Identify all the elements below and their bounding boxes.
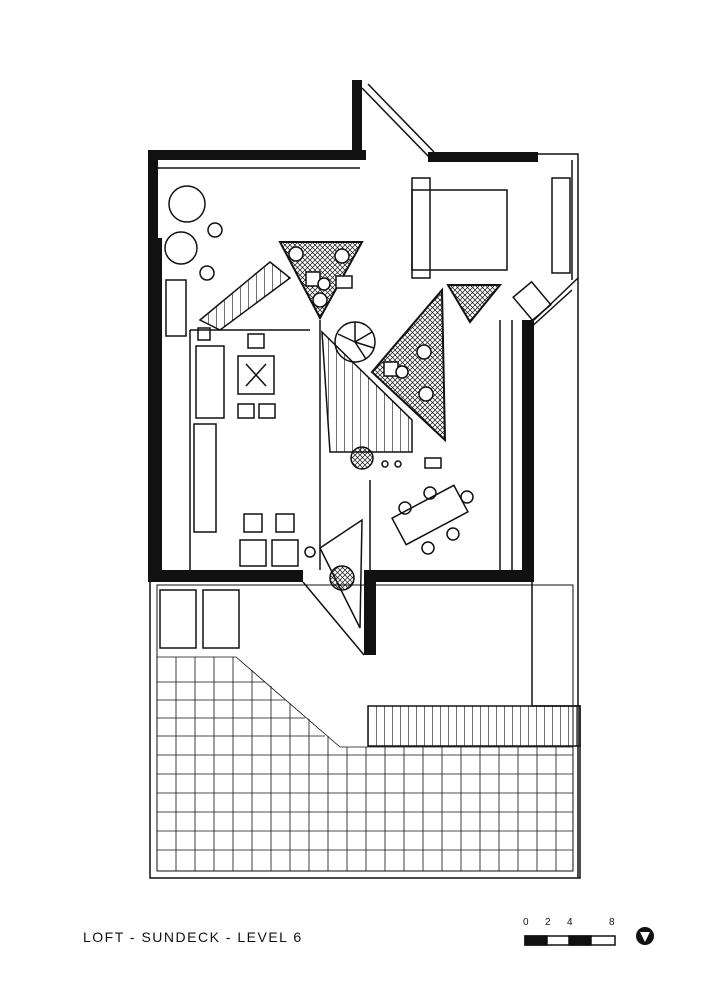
north-arrow-icon xyxy=(636,927,654,945)
dining-chair xyxy=(446,527,460,541)
drawing-title: LOFT - SUNDECK - LEVEL 6 xyxy=(83,929,303,945)
side-table xyxy=(207,222,223,238)
bedroom-furniture xyxy=(411,177,571,322)
living-furniture xyxy=(164,185,299,567)
dining-chair xyxy=(423,486,437,500)
dining-chair xyxy=(460,490,474,504)
chair xyxy=(247,333,265,349)
dining-chair xyxy=(398,501,412,515)
radiator xyxy=(165,279,187,337)
chair xyxy=(237,403,255,419)
interior-lines xyxy=(154,83,579,878)
armchair xyxy=(168,185,206,223)
stool xyxy=(381,460,389,468)
wardrobe xyxy=(551,177,571,274)
floor-lamp-icon xyxy=(304,546,316,558)
scale-label: 4 xyxy=(567,917,573,928)
spiral-stair xyxy=(334,321,376,363)
sundeck xyxy=(149,578,581,879)
scale-label: 8 xyxy=(609,917,615,928)
bed xyxy=(411,189,508,271)
scale-label: 0 xyxy=(523,917,529,928)
sideboard xyxy=(193,423,217,533)
counter xyxy=(424,457,442,469)
exterior-walls xyxy=(148,80,538,655)
coffee-table xyxy=(237,355,275,395)
void-furniture xyxy=(288,246,434,402)
deck-tile-grid xyxy=(157,656,573,871)
planter-box xyxy=(159,589,197,649)
headboard xyxy=(411,177,431,279)
stool xyxy=(275,513,295,533)
armchair xyxy=(164,231,198,265)
scale-label: 2 xyxy=(545,917,551,928)
ottoman xyxy=(271,539,299,567)
ottoman xyxy=(239,539,267,567)
planter-box xyxy=(202,589,240,649)
dining-table xyxy=(391,484,469,546)
staircase xyxy=(198,261,413,453)
scale-bar xyxy=(524,935,616,946)
sofa xyxy=(195,345,225,419)
plants xyxy=(304,446,374,629)
chair xyxy=(258,403,276,419)
stool xyxy=(394,460,402,468)
stool xyxy=(243,513,263,533)
small-box xyxy=(197,327,211,341)
plant-icon xyxy=(350,446,374,470)
dining-furniture xyxy=(381,457,474,555)
deck-bench xyxy=(367,705,581,747)
dining-chair xyxy=(421,541,435,555)
side-table xyxy=(199,265,215,281)
planter-icon xyxy=(329,565,355,591)
bedside-unit xyxy=(512,280,552,322)
